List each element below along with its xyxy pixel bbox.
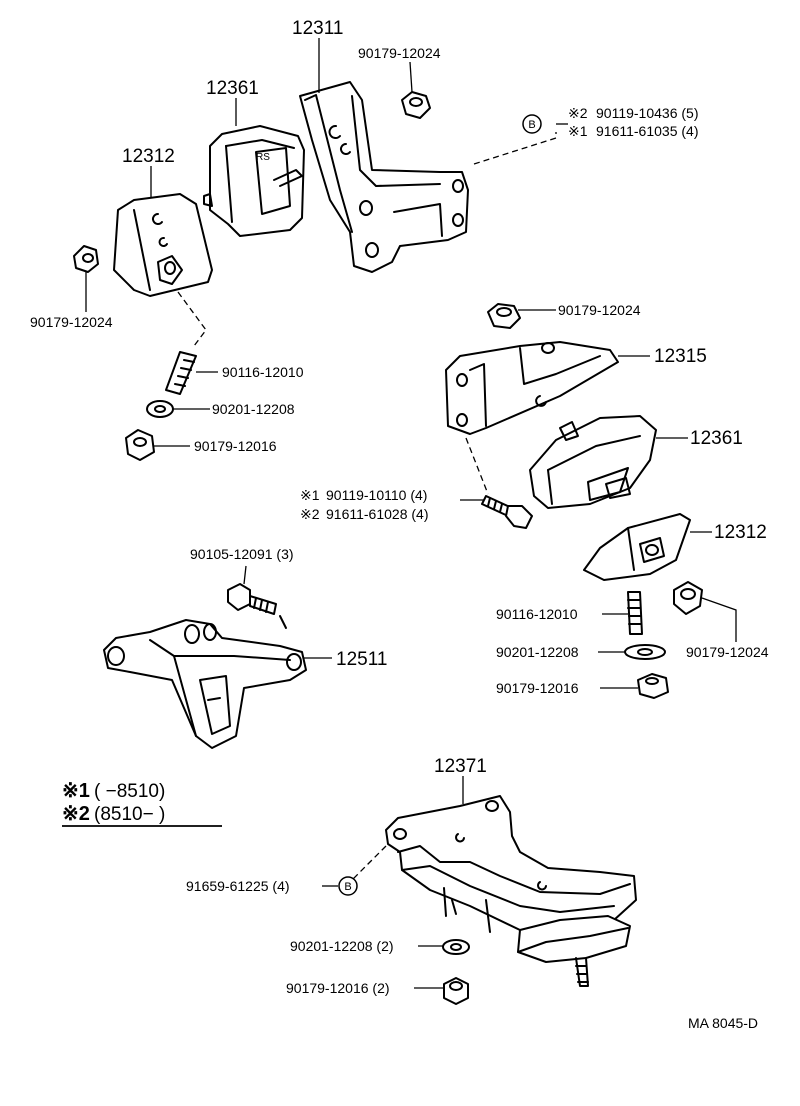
note1-mark: ※2 bbox=[568, 105, 588, 121]
label-90116-right: 90116-12010 bbox=[496, 606, 578, 622]
bolt1-text: 90119-10110 (4) bbox=[326, 487, 427, 503]
nut-right-3 bbox=[637, 673, 669, 699]
stud-left bbox=[165, 351, 197, 395]
label-12312-right: 12312 bbox=[714, 522, 767, 543]
label-90201-right: 90201-12208 bbox=[496, 644, 579, 660]
note2-mark: ※1 bbox=[568, 123, 588, 139]
leader-nut-top bbox=[409, 61, 413, 93]
label-12315: 12315 bbox=[654, 346, 707, 367]
nut-top bbox=[401, 91, 431, 119]
label-90179-right2: 90179-12024 bbox=[686, 644, 769, 660]
insulator-12361-right bbox=[529, 415, 657, 509]
mount-12312-right bbox=[583, 513, 691, 581]
washer-right bbox=[624, 644, 666, 660]
label-12511: 12511 bbox=[336, 649, 387, 670]
bracket-12311 bbox=[299, 81, 469, 273]
note2-text: 91611-61035 (4) bbox=[596, 123, 698, 139]
label-90179-left2: 90179-12016 bbox=[194, 438, 277, 454]
b-mark-1: B bbox=[528, 119, 535, 131]
nut-right-2 bbox=[673, 581, 703, 615]
label-90179-right: 90179-12024 bbox=[558, 302, 641, 318]
dashed-to-stud bbox=[177, 291, 207, 347]
nut-left-2 bbox=[125, 429, 155, 461]
legend-row2-text: (8510− ) bbox=[94, 804, 165, 825]
crossmember-12371 bbox=[385, 795, 637, 987]
note1-text: 90119-10436 (5) bbox=[596, 105, 698, 121]
legend-row2-mark: ※2 bbox=[62, 803, 90, 825]
label-90105: 90105-12091 (3) bbox=[190, 546, 294, 562]
stud-right bbox=[627, 591, 643, 635]
label-90201-bottom: 90201-12208 (2) bbox=[290, 938, 394, 954]
label-12311: 12311 bbox=[292, 18, 343, 39]
bracket-12511 bbox=[103, 619, 307, 749]
label-12371: 12371 bbox=[434, 756, 487, 777]
legend-row1-text: ( −8510) bbox=[94, 781, 165, 802]
footer-code: MA 8045-D bbox=[688, 1015, 758, 1031]
nut-bottom bbox=[443, 977, 469, 1005]
washer-bottom bbox=[442, 939, 470, 955]
label-12361-top: 12361 bbox=[206, 78, 259, 99]
legend-row1-mark: ※1 bbox=[62, 780, 90, 802]
label-91659: 91659-61225 (4) bbox=[186, 878, 290, 894]
b-circle-2 bbox=[338, 876, 358, 896]
leader-90105 bbox=[243, 565, 247, 585]
label-90179-top: 90179-12024 bbox=[358, 45, 441, 61]
label-12361-right: 12361 bbox=[690, 428, 743, 449]
bolt-90105 bbox=[227, 583, 287, 629]
insulator-12361-top: RS bbox=[203, 125, 305, 237]
bolt-right bbox=[481, 495, 533, 529]
nut-left bbox=[73, 245, 99, 273]
washer-left bbox=[146, 400, 174, 418]
b-mark-2: B bbox=[344, 881, 351, 893]
dashed-to-b1 bbox=[473, 132, 557, 165]
b-circle-1 bbox=[522, 114, 542, 134]
nut-right bbox=[487, 303, 521, 329]
dashed-to-bolt bbox=[465, 437, 489, 495]
leader-nut-right-2 bbox=[701, 597, 737, 642]
label-12312-top: 12312 bbox=[122, 146, 175, 167]
label-90116-left: 90116-12010 bbox=[222, 364, 304, 380]
bolt1-mark: ※1 bbox=[300, 487, 320, 503]
mount-12312-top bbox=[113, 193, 213, 297]
label-90201-left: 90201-12208 bbox=[212, 401, 295, 417]
svg-text:RS: RS bbox=[256, 152, 270, 163]
bracket-12315 bbox=[445, 341, 619, 435]
bolt2-mark: ※2 bbox=[300, 506, 320, 522]
bolt2-text: 91611-61028 (4) bbox=[326, 506, 428, 522]
label-90179-bottom: 90179-12016 (2) bbox=[286, 980, 390, 996]
label-90179-left: 90179-12024 bbox=[30, 314, 113, 330]
dashed-to-b2 bbox=[351, 845, 387, 881]
label-90179-right3: 90179-12016 bbox=[496, 680, 579, 696]
